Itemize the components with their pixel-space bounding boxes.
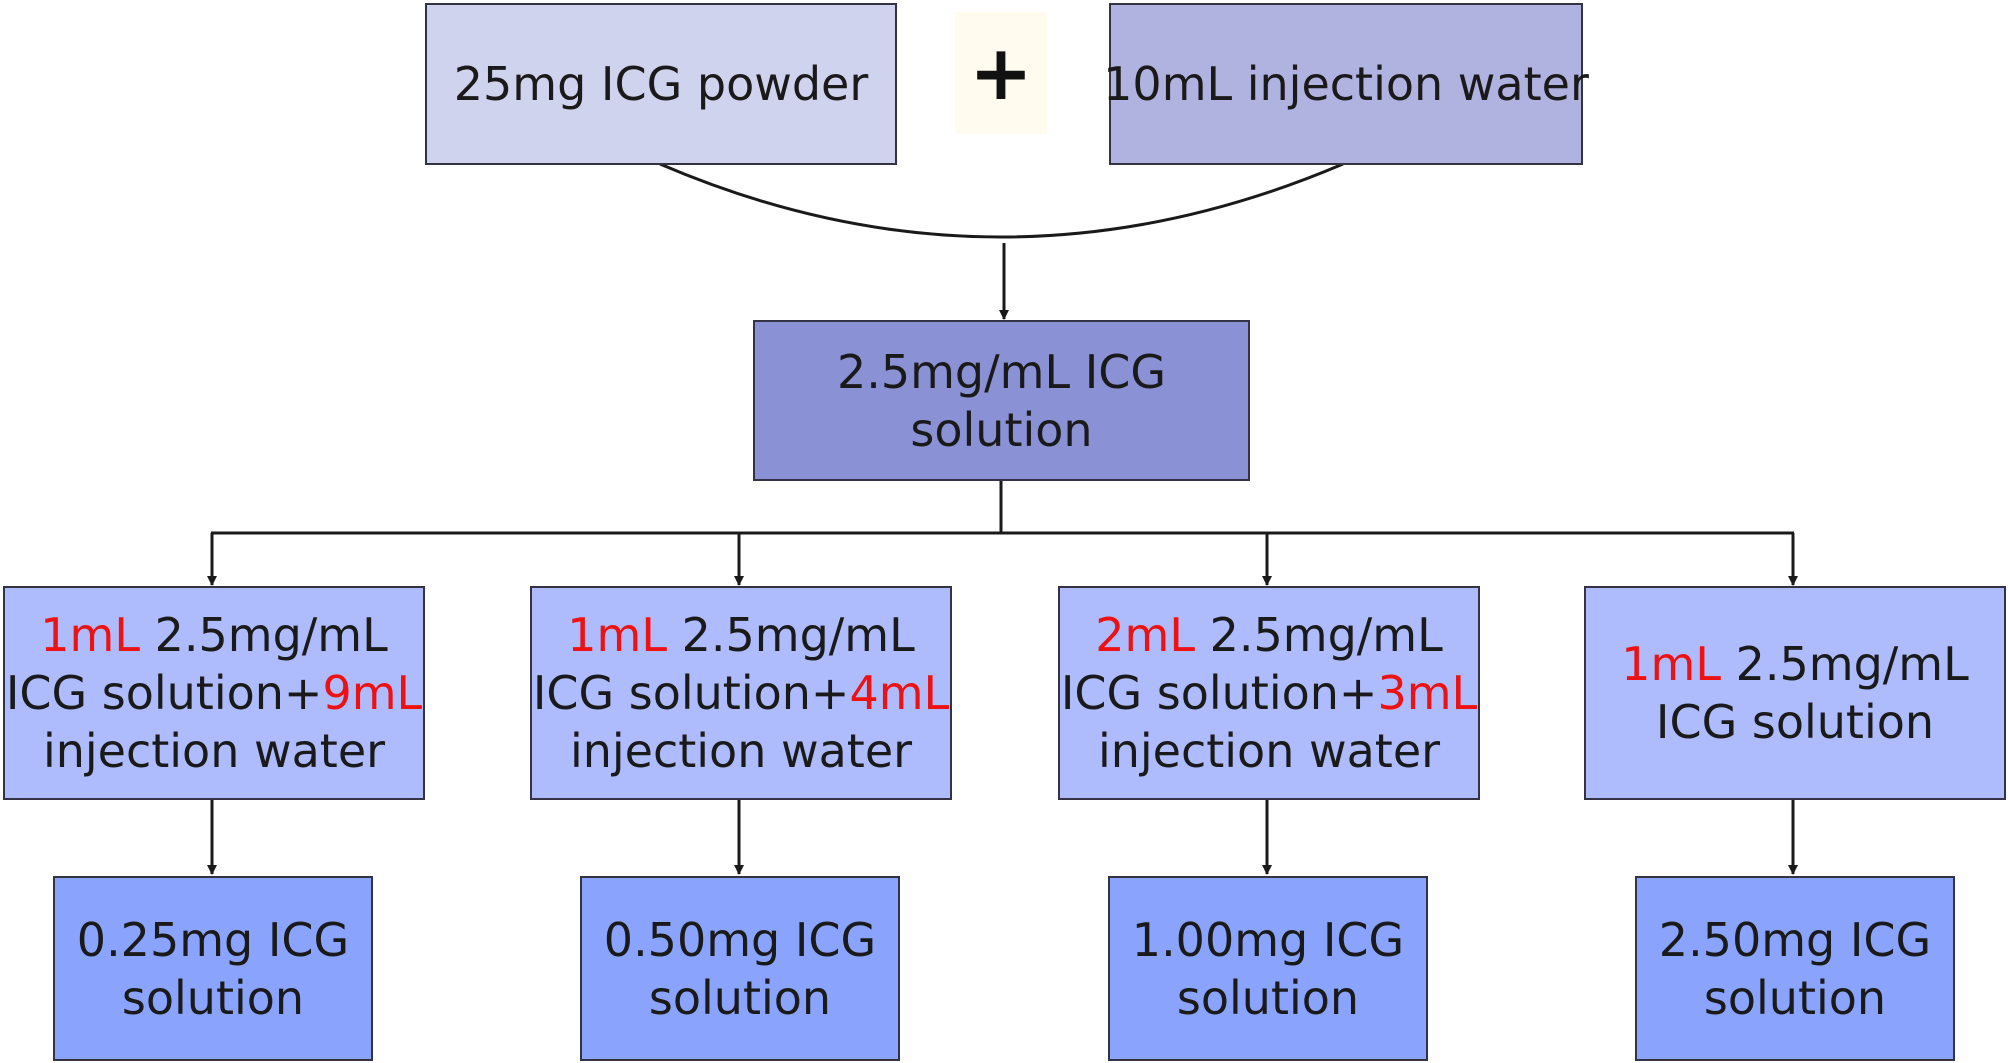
result-box-4: 2.50mg ICG solution xyxy=(1635,876,1955,1061)
stock-amount: 1mL xyxy=(567,608,667,662)
result-amount: 1.00mg ICG xyxy=(1131,912,1405,967)
stock-concentration: 2.5mg/mL xyxy=(139,608,388,662)
stock-amount: 2mL xyxy=(1095,608,1195,662)
stock-solution-line1: 2.5mg/mL ICG xyxy=(836,344,1167,399)
diluent-amount: 4mL xyxy=(849,666,950,720)
dilution-box-4: 1mL 2.5mg/mL ICG solution xyxy=(1584,586,2006,800)
dilution-box-3: 2mL 2.5mg/mL ICG solution+3mL injection … xyxy=(1058,586,1480,800)
stock-name: ICG solution+ xyxy=(532,666,850,720)
stock-concentration: 2.5mg/mL xyxy=(1194,608,1443,662)
diluent-name: injection water xyxy=(42,724,386,778)
injection-water-box: 10mL injection water xyxy=(1103,3,1589,165)
result-amount: 0.50mg ICG xyxy=(603,912,877,967)
result-box-2: 0.50mg ICG solution xyxy=(580,876,900,1061)
result-label: solution xyxy=(648,970,832,1025)
result-label: solution xyxy=(121,970,305,1025)
stock-name: ICG solution xyxy=(1655,695,1935,749)
injection-water-label: 10mL injection water xyxy=(1103,57,1589,111)
plus-sign: + xyxy=(955,12,1047,134)
stock-amount: 1mL xyxy=(40,608,140,662)
stock-concentration: 2.5mg/mL xyxy=(666,608,915,662)
icg-powder-box: 25mg ICG powder xyxy=(425,3,897,165)
stock-name: ICG solution+ xyxy=(5,666,323,720)
stock-amount: 1mL xyxy=(1621,637,1721,691)
diluent-name: injection water xyxy=(1097,724,1441,778)
result-amount: 2.50mg ICG xyxy=(1658,912,1932,967)
diluent-name: injection water xyxy=(569,724,913,778)
dilution-box-1: 1mL 2.5mg/mL ICG solution+9mL injection … xyxy=(3,586,425,800)
result-label: solution xyxy=(1176,970,1360,1025)
result-amount: 0.25mg ICG xyxy=(76,912,350,967)
result-label: solution xyxy=(1703,970,1887,1025)
stock-solution-line2: solution xyxy=(910,402,1093,457)
stock-solution-box: 2.5mg/mL ICG solution xyxy=(753,320,1250,481)
diluent-amount: 3mL xyxy=(1377,666,1478,720)
result-box-1: 0.25mg ICG solution xyxy=(53,876,373,1061)
merge-curve xyxy=(659,162,1344,239)
stock-name: ICG solution+ xyxy=(1060,666,1378,720)
stock-concentration: 2.5mg/mL xyxy=(1720,637,1969,691)
dilution-box-2: 1mL 2.5mg/mL ICG solution+4mL injection … xyxy=(530,586,952,800)
diluent-amount: 9mL xyxy=(322,666,423,720)
icg-powder-label: 25mg ICG powder xyxy=(453,57,869,111)
result-box-3: 1.00mg ICG solution xyxy=(1108,876,1428,1061)
